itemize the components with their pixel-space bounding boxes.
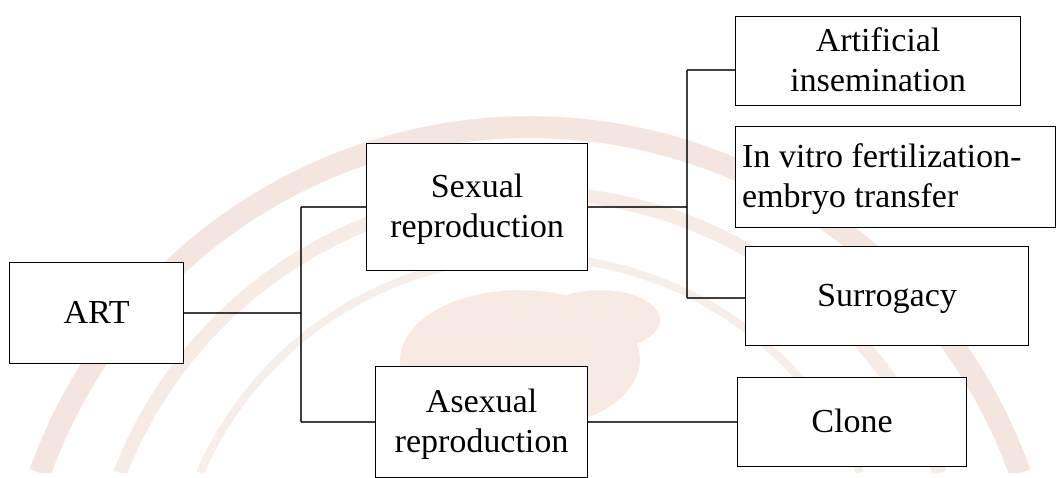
node-ivf-line1: In vitro fertilization- [742, 138, 1022, 175]
node-sexual-line1: Sexual [430, 168, 524, 205]
node-sexual-line2: reproduction [390, 208, 564, 245]
node-clone-label: Clone [811, 403, 893, 440]
node-asexual-reproduction: Asexual reproduction [375, 366, 588, 478]
node-ivf-embryo-transfer: In vitro fertilization- embryo transfer [735, 126, 1056, 228]
node-ivf-line2: embryo transfer [742, 178, 959, 215]
node-sexual-reproduction: Sexual reproduction [366, 143, 588, 271]
node-surrogacy: Surrogacy [745, 246, 1029, 346]
node-artificial-insemination: Artificial insemination [735, 16, 1021, 106]
node-asexual-line2: reproduction [394, 423, 569, 460]
node-surrogacy-label: Surrogacy [817, 277, 957, 314]
node-art-label: ART [63, 294, 130, 331]
node-clone: Clone [737, 377, 967, 467]
node-artificial-line2: insemination [790, 62, 966, 99]
node-art: ART [9, 262, 184, 364]
node-asexual-line1: Asexual [425, 383, 538, 420]
node-artificial-line1: Artificial [815, 22, 941, 59]
